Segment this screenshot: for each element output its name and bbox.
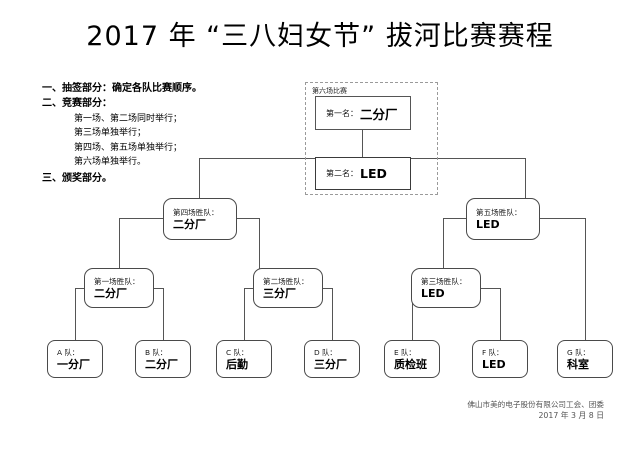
note-section-2: 二、竞赛部分：	[42, 97, 112, 109]
team-g-label: G 队：	[567, 347, 590, 357]
connector-semi-left-vertical	[199, 158, 200, 210]
round2-match4-label: 第四场胜队：	[173, 207, 219, 217]
team-node-e[interactable]: E 队： 质检班	[384, 340, 440, 378]
team-node-c[interactable]: C 队： 后勤	[216, 340, 272, 378]
team-node-f[interactable]: F 队： LED	[472, 340, 528, 378]
connector-match2-d	[332, 288, 333, 340]
connector-match1-a	[75, 288, 76, 340]
final-second-value: LED	[360, 166, 387, 181]
connector-match2-c	[244, 288, 245, 340]
footer-block: 佛山市美的电子股份有限公司工会、团委 2017 年 3 月 8 日	[467, 399, 604, 422]
round3-match3-label: 第三场胜队：	[421, 276, 467, 286]
team-a-value: 一分厂	[57, 357, 90, 371]
note-item-3: 第四场、第五场单独举行；	[74, 142, 183, 153]
team-c-label: C 队：	[226, 347, 249, 357]
round3-node-match3[interactable]: 第三场胜队： LED	[411, 268, 481, 308]
team-b-value: 二分厂	[145, 357, 178, 371]
connector-match3-e	[412, 288, 413, 340]
connector-left-semi-child-b	[259, 218, 260, 270]
round3-match2-value: 三分厂	[263, 286, 296, 300]
round2-match5-value: LED	[476, 217, 500, 231]
team-node-d[interactable]: D 队： 三分厂	[304, 340, 360, 378]
team-a-label: A 队：	[57, 347, 80, 357]
note-section-3: 三、颁奖部分。	[42, 172, 112, 184]
round3-node-match1[interactable]: 第一场胜队： 二分厂	[84, 268, 154, 308]
connector-match1-b	[163, 288, 164, 340]
final-first-place-box[interactable]: 第一名： 二分厂	[315, 96, 411, 130]
final-second-place-box[interactable]: 第二名： LED	[315, 157, 411, 190]
round2-node-match5[interactable]: 第五场胜队： LED	[466, 198, 540, 240]
team-d-value: 三分厂	[314, 357, 347, 371]
round3-match1-value: 二分厂	[94, 286, 127, 300]
round2-match4-value: 二分厂	[173, 217, 206, 231]
team-e-value: 质检班	[394, 357, 427, 371]
connector-semi-right-vertical	[525, 158, 526, 210]
final-first-value: 二分厂	[360, 106, 398, 122]
final-first-label: 第一名：	[326, 108, 358, 118]
team-f-label: F 队：	[482, 347, 504, 357]
final-match-group: 第六场比赛	[305, 82, 438, 195]
round3-match1-label: 第一场胜队：	[94, 276, 140, 286]
round2-match5-label: 第五场胜队：	[476, 207, 522, 217]
connector-right-semi-bye	[585, 218, 586, 340]
team-d-label: D 队：	[314, 347, 337, 357]
team-g-value: 科室	[567, 357, 589, 371]
round3-match3-value: LED	[421, 286, 445, 300]
team-node-g[interactable]: G 队： 科室	[557, 340, 613, 378]
round3-match2-label: 第二场胜队：	[263, 276, 309, 286]
team-c-value: 后勤	[226, 357, 248, 371]
footer-date: 2017 年 3 月 8 日	[538, 411, 604, 420]
notes-block: 一、抽签部分：确定各队比赛顺序。 二、竞赛部分： 第一场、第二场同时举行； 第三…	[42, 82, 272, 187]
connector-final-vertical	[362, 130, 363, 158]
note-section-1: 一、抽签部分：确定各队比赛顺序。	[42, 83, 202, 94]
note-item-2: 第三场单独举行；	[74, 128, 147, 139]
final-second-label: 第二名：	[326, 169, 358, 178]
team-node-b[interactable]: B 队： 二分厂	[135, 340, 191, 378]
round3-node-match2[interactable]: 第二场胜队： 三分厂	[253, 268, 323, 308]
page-title: 2017 年 “三八妇女节” 拔河比赛赛程	[86, 21, 554, 52]
note-item-4: 第六场单独举行。	[74, 157, 147, 168]
connector-match3-f	[500, 288, 501, 340]
team-f-value: LED	[482, 357, 506, 371]
footer-organization: 佛山市美的电子股份有限公司工会、团委	[467, 400, 604, 409]
round2-node-match4[interactable]: 第四场胜队： 二分厂	[163, 198, 237, 240]
connector-left-semi-child-a	[119, 218, 120, 270]
team-e-label: E 队：	[394, 347, 416, 357]
note-item-1: 第一场、第二场同时举行；	[74, 113, 183, 124]
team-b-label: B 队：	[145, 347, 168, 357]
team-node-a[interactable]: A 队： 一分厂	[47, 340, 103, 378]
final-group-label: 第六场比赛	[312, 87, 347, 95]
connector-right-semi-child-c	[443, 218, 444, 270]
